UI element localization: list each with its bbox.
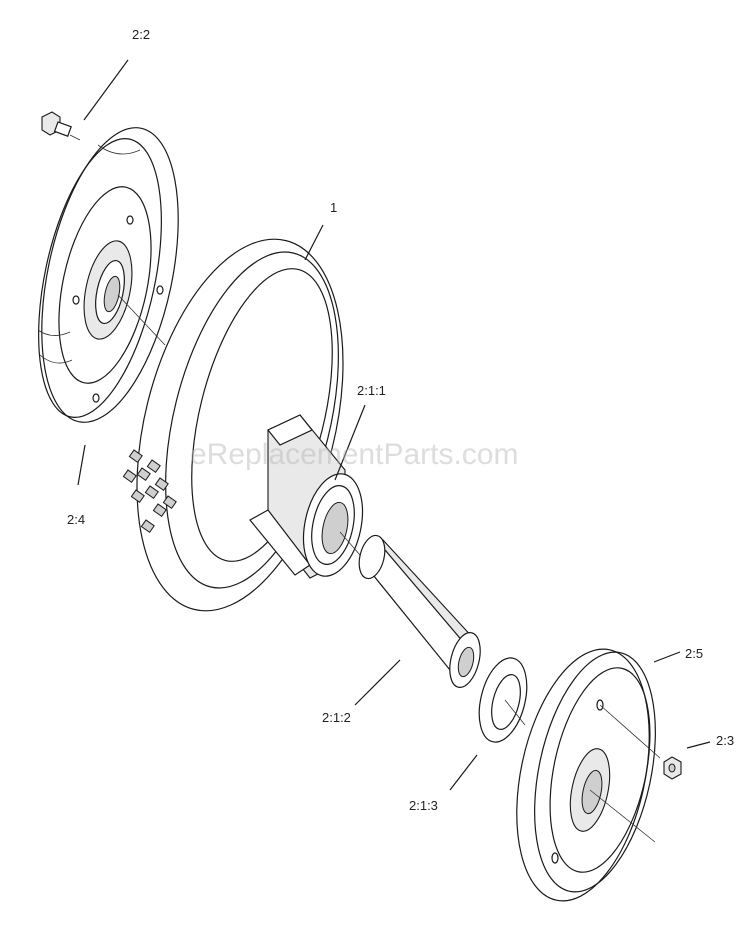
hub bbox=[249, 414, 364, 579]
callout-2-5: 2:5 bbox=[685, 646, 704, 661]
wheel-half-left bbox=[37, 127, 179, 423]
axle-sleeve bbox=[358, 534, 481, 688]
callout-2-1-1: 2:1:1 bbox=[357, 383, 386, 398]
leader-lines bbox=[77, 59, 711, 791]
watermark: eReplacementParts.com bbox=[190, 438, 519, 471]
callout-2-3: 2:3 bbox=[716, 733, 735, 748]
callout-2-1-2: 2:1:2 bbox=[322, 710, 351, 725]
nut bbox=[663, 756, 682, 780]
callout-2-4: 2:4 bbox=[67, 512, 86, 527]
tread-pattern bbox=[122, 449, 177, 533]
callout-2-2: 2:2 bbox=[132, 27, 151, 42]
spacer-ring bbox=[478, 657, 528, 743]
bolt bbox=[41, 111, 81, 141]
wheel-half-right bbox=[516, 648, 661, 902]
callout-1: 1 bbox=[330, 200, 338, 215]
callout-2-1-3: 2:1:3 bbox=[409, 798, 438, 813]
